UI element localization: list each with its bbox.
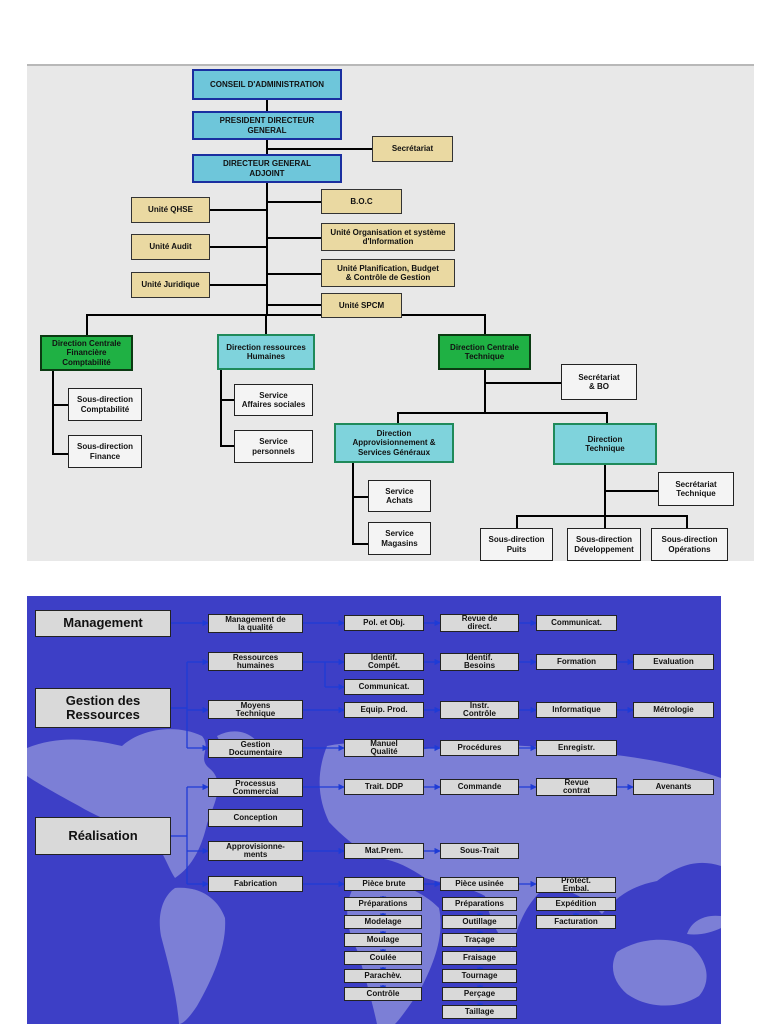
communicat-rh-box: Communicat. [344, 679, 424, 695]
identif-besoins-box: Identif. Besoins [440, 653, 519, 671]
direction-centrale-technique-box: Direction Centrale Technique [438, 334, 531, 370]
formation-box: Formation [536, 654, 617, 670]
identif-competences-box: Identif. Compét. [344, 653, 424, 671]
sous-direction-puits-box: Sous-direction Puits [480, 528, 553, 561]
unite-audit-box: Unité Audit [131, 234, 210, 260]
conception-box: Conception [208, 809, 303, 827]
trait-ddp-box: Trait. DDP [344, 779, 424, 795]
col1-step-paracheve: Parachèv. [344, 969, 422, 983]
gestion-documentaire-box: Gestion Documentaire [208, 739, 303, 758]
direction-technique-box: Direction Technique [553, 423, 657, 465]
secretariat-box: Secrétariat [372, 136, 453, 162]
moyens-technique-box: Moyens Technique [208, 700, 303, 719]
process-map: Management Gestion des Ressources Réalis… [27, 596, 721, 1024]
communicat-top-box: Communicat. [536, 615, 617, 631]
piece-usinee-box: Pièce usinée [440, 877, 519, 891]
revue-contrat-box: Revue contrat [536, 778, 617, 796]
instr-controle-box: Instr. Contrôle [440, 701, 519, 719]
col2-step-percage: Perçage [442, 987, 517, 1001]
direction-centrale-financiere-box: Direction Centrale Financière Comptabili… [40, 335, 133, 371]
unite-juridique-box: Unité Juridique [131, 272, 210, 298]
org-chart: CONSEIL D'ADMINISTRATION PRESIDENT DIREC… [27, 64, 754, 561]
approvisionnements-box: Approvisionne- ments [208, 841, 303, 861]
sous-direction-operations-box: Sous-direction Opérations [651, 528, 728, 561]
col1-step-coulee: Coulée [344, 951, 422, 965]
fabrication-box: Fabrication [208, 876, 303, 892]
col2-step-tournage: Tournage [442, 969, 517, 983]
sous-traitance-box: Sous-Trait [440, 843, 519, 859]
manuel-qualite-box: Manuel Qualité [344, 739, 424, 757]
procedures-box: Procédures [440, 740, 519, 756]
protect-embal-box: Protect. Embal. [536, 877, 616, 893]
direction-ressources-humaines-box: Direction ressources Humaines [217, 334, 315, 370]
col1-step-moulage: Moulage [344, 933, 422, 947]
unite-spcm-box: Unité SPCM [321, 293, 402, 318]
mat-prem-box: Mat.Prem. [344, 843, 424, 859]
piece-brute-box: Pièce brute [344, 877, 424, 891]
unite-planification-box: Unité Planification, Budget & Contrôle d… [321, 259, 455, 287]
service-magasins-box: Service Magasins [368, 522, 431, 555]
direction-approvisionnement-box: Direction Approvisionnement & Services G… [334, 423, 454, 463]
informatique-box: Informatique [536, 702, 617, 718]
expedition-box: Expédition [536, 897, 616, 911]
management-qualite-box: Management de la qualité [208, 614, 303, 633]
boc-box: B.O.C [321, 189, 402, 214]
pol-obj-box: Pol. et Obj. [344, 615, 424, 631]
commande-box: Commande [440, 779, 519, 795]
unite-organisation-box: Unité Organisation et système d'Informat… [321, 223, 455, 251]
col2-step-taillage: Taillage [442, 1005, 517, 1019]
revue-direction-box: Revue de direct. [440, 614, 519, 632]
sous-direction-comptabilite-box: Sous-direction Comptabilité [68, 388, 142, 421]
evaluation-box: Evaluation [633, 654, 714, 670]
ressources-humaines-box: Ressources humaines [208, 652, 303, 671]
metrologie-box: Métrologie [633, 702, 714, 718]
process-connectors [171, 619, 634, 1010]
col2-step-preparations: Préparations [442, 897, 517, 911]
col1-step-controle: Contrôle [344, 987, 422, 1001]
equip-prod-box: Equip. Prod. [344, 702, 424, 718]
enregistrements-box: Enregistr. [536, 740, 617, 756]
col2-step-tracage: Traçage [442, 933, 517, 947]
unite-qhse-box: Unité QHSE [131, 197, 210, 223]
directeur-general-adjoint-box: DIRECTEUR GENERAL ADJOINT [192, 154, 342, 183]
service-personnels-box: Service personnels [234, 430, 313, 463]
management-category: Management [35, 610, 171, 637]
secretariat-technique-box: Secrétariat Technique [658, 472, 734, 506]
col1-step-modelage: Modelage [344, 915, 422, 929]
col1-step-preparations: Préparations [344, 897, 422, 911]
gestion-ressources-category: Gestion des Ressources [35, 688, 171, 728]
sous-direction-developpement-box: Sous-direction Développement [567, 528, 641, 561]
service-achats-box: Service Achats [368, 480, 431, 512]
realisation-category: Réalisation [35, 817, 171, 855]
col2-step-outillage: Outillage [442, 915, 517, 929]
service-affaires-sociales-box: Service Affaires sociales [234, 384, 313, 416]
conseil-administration-box: CONSEIL D'ADMINISTRATION [192, 69, 342, 100]
sous-direction-finance-box: Sous-direction Finance [68, 435, 142, 468]
president-directeur-general-box: PRESIDENT DIRECTEUR GENERAL [192, 111, 342, 140]
facturation-box: Facturation [536, 915, 616, 929]
avenants-box: Avenants [633, 779, 714, 795]
col2-step-fraisage: Fraisage [442, 951, 517, 965]
secretariat-bo-box: Secrétariat & BO [561, 364, 637, 400]
processus-commercial-box: Processus Commercial [208, 778, 303, 797]
